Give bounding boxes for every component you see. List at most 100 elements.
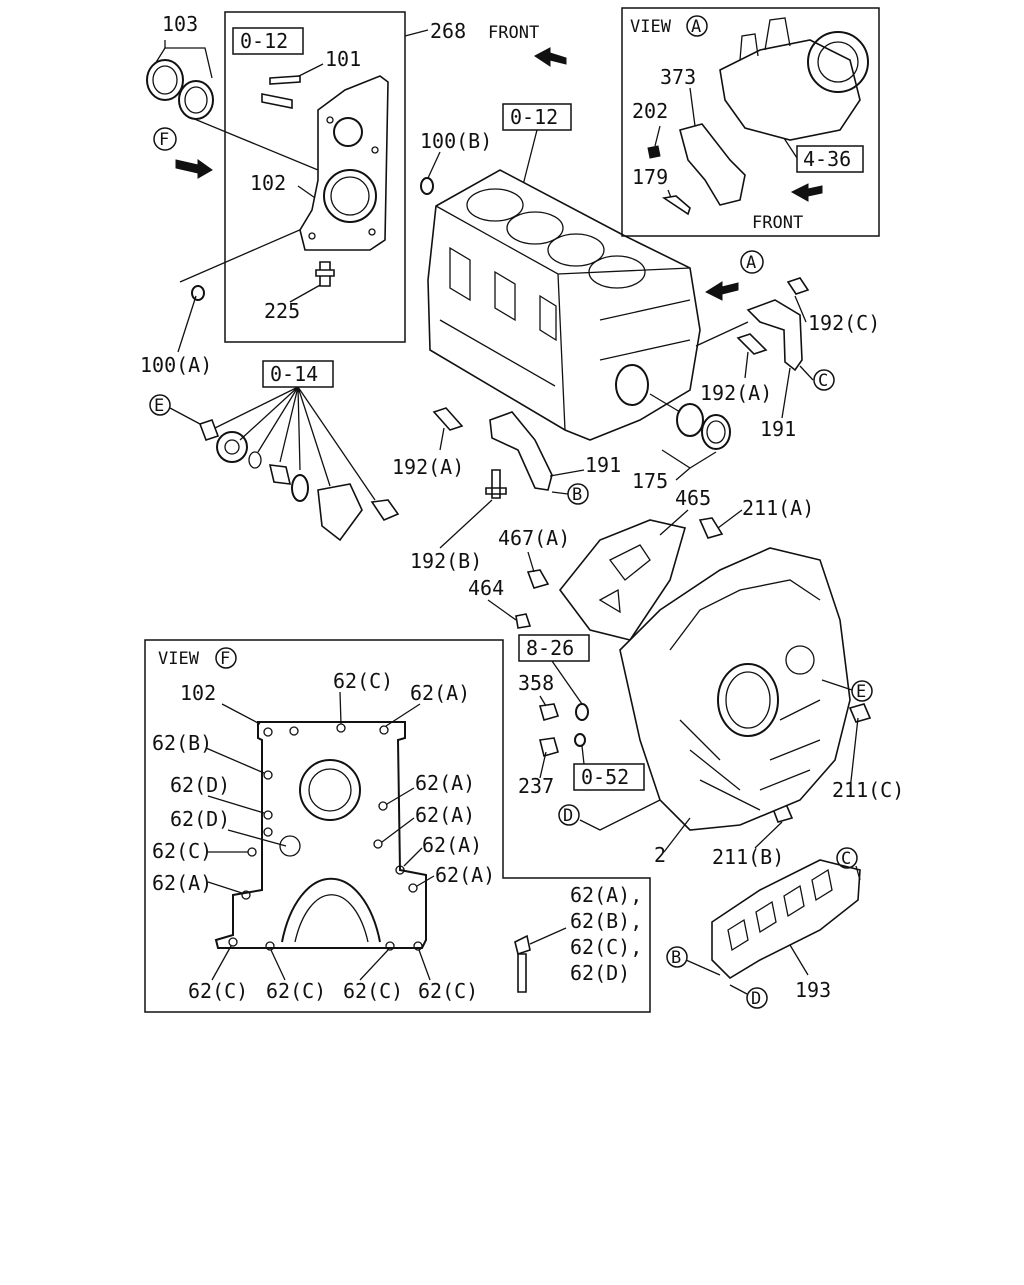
leader-E-left bbox=[169, 407, 201, 425]
housing-crank-bore bbox=[717, 663, 779, 737]
flywheel-housing-group: 465 211(A) 467(A) 464 8-26 358 237 0-52 … bbox=[468, 486, 904, 869]
part-268-label: 268 bbox=[430, 19, 466, 43]
housing-crank-bore-inner bbox=[725, 671, 771, 729]
view-f-main-bore bbox=[281, 877, 381, 943]
cylinder-block bbox=[427, 169, 701, 441]
view-f-circle bbox=[215, 647, 237, 669]
crank-bore bbox=[615, 364, 649, 406]
hole-62a-3 bbox=[395, 865, 405, 875]
callout-B-193-text: B bbox=[671, 948, 681, 968]
ref-0-12-top-label: 0-12 bbox=[240, 29, 288, 53]
part-2-label: 2 bbox=[654, 843, 666, 867]
cylinder-bore-2 bbox=[506, 211, 564, 245]
seal-175b bbox=[701, 414, 731, 450]
part-465-label: 465 bbox=[675, 486, 711, 510]
cover-seal-bore-inner bbox=[330, 176, 370, 216]
snap-ring bbox=[291, 474, 309, 502]
ref-0-14-label: 0-14 bbox=[270, 362, 318, 386]
bolt-192c bbox=[786, 277, 810, 295]
starter-boss bbox=[785, 645, 815, 675]
view-f-62a-left-label: 62(A) bbox=[152, 871, 212, 895]
part-211a-label: 211(A) bbox=[742, 496, 814, 520]
part-358-label: 358 bbox=[518, 671, 554, 695]
view-f-62c-b1-label: 62(C) bbox=[188, 979, 248, 1003]
view-f-title: VIEW bbox=[158, 649, 200, 669]
leader-268 bbox=[404, 29, 429, 37]
housing-ribs bbox=[679, 699, 821, 811]
callout-E-left bbox=[149, 394, 171, 416]
hole-62a-left bbox=[241, 890, 251, 900]
part-192a-right-label: 192(A) bbox=[700, 381, 772, 405]
gear-cover bbox=[317, 483, 363, 542]
leader-373 bbox=[689, 87, 696, 127]
bolt-467a bbox=[526, 569, 550, 589]
part-179-label: 179 bbox=[632, 165, 668, 189]
ref-box-0-52 bbox=[573, 763, 645, 791]
callout-D-193 bbox=[746, 987, 768, 1009]
view-a-circle bbox=[686, 15, 708, 37]
engine-block-group: 0-12 A bbox=[427, 103, 764, 441]
front-cover-box bbox=[224, 11, 406, 343]
part-191-right-label: 191 bbox=[760, 417, 796, 441]
view-f-62c-b4-label: 62(C) bbox=[418, 979, 478, 1003]
callout-C-right bbox=[813, 369, 835, 391]
leader-103 bbox=[164, 40, 213, 79]
right-bracket-group: 192(C) 192(A) 191 175 C bbox=[632, 277, 880, 493]
seal-175a bbox=[676, 403, 704, 437]
legend-62a: 62(A), bbox=[570, 883, 642, 907]
axis-right-bracket bbox=[695, 321, 749, 347]
seal-103b-inner bbox=[184, 86, 208, 114]
washer-0-52 bbox=[574, 733, 586, 747]
callout-C-193 bbox=[836, 847, 858, 869]
front-label-view-a: FRONT bbox=[752, 213, 803, 233]
bracket-191-left bbox=[489, 411, 553, 491]
callout-B-193 bbox=[666, 946, 688, 968]
view-f-bolt-holes bbox=[228, 723, 423, 951]
view-f-62b-label: 62(B) bbox=[152, 731, 212, 755]
callout-F-text: F bbox=[159, 130, 169, 150]
hole-2 bbox=[289, 726, 299, 736]
pump-pipes bbox=[739, 17, 791, 61]
view-f-62a-3-label: 62(A) bbox=[422, 833, 482, 857]
view-a-circle-text: A bbox=[691, 17, 701, 37]
ref-box-0-12-top bbox=[232, 27, 304, 55]
part-175-label: 175 bbox=[632, 469, 668, 493]
legend-bolt-shank bbox=[517, 953, 527, 993]
part-192b-label: 192(B) bbox=[410, 549, 482, 573]
idler-gear bbox=[216, 431, 248, 463]
callout-E-left-text: E bbox=[154, 396, 164, 416]
seal-103-inner bbox=[152, 65, 178, 95]
gear-washer bbox=[248, 451, 262, 469]
callout-D-193-text: D bbox=[751, 989, 761, 1009]
cover-outline-view-f bbox=[214, 721, 427, 949]
view-f-top-bore-inner bbox=[308, 768, 352, 812]
ref-0-52-label: 0-52 bbox=[581, 765, 629, 789]
dowel-464 bbox=[515, 613, 532, 629]
hole-62c-top bbox=[336, 723, 346, 733]
view-f-62c-b2-label: 62(C) bbox=[266, 979, 326, 1003]
front-cover-group: 0-12 103 101 268 FRONT 102 100(B) 225 10… bbox=[140, 11, 539, 377]
pump-bracket-373 bbox=[679, 123, 746, 206]
legend-62d: 62(D) bbox=[570, 961, 630, 985]
cover-hole-1 bbox=[326, 116, 334, 124]
bolt-192b bbox=[485, 469, 507, 499]
hole-62c-b1 bbox=[228, 937, 238, 947]
view-f-circle-text: F bbox=[220, 649, 230, 669]
front-arrow-view-a bbox=[790, 183, 823, 202]
leaders-right-bracket bbox=[744, 295, 814, 419]
leader-oring-axis bbox=[179, 221, 319, 283]
cover-seal-bore-main bbox=[323, 169, 377, 223]
pump-gear-inner bbox=[817, 41, 859, 83]
view-f-top-bore bbox=[299, 759, 361, 821]
leader-100a bbox=[177, 295, 197, 353]
guard-193-slots bbox=[727, 868, 833, 952]
injection-pump bbox=[719, 39, 861, 141]
cylinder-bore-3 bbox=[547, 233, 605, 267]
callout-F bbox=[153, 127, 177, 151]
view-f-small-bore bbox=[279, 835, 301, 857]
oring-100b bbox=[420, 177, 434, 195]
ref-box-8-26 bbox=[518, 634, 590, 662]
seal-103-outer bbox=[146, 59, 184, 101]
guard-193-leaders bbox=[685, 865, 861, 995]
